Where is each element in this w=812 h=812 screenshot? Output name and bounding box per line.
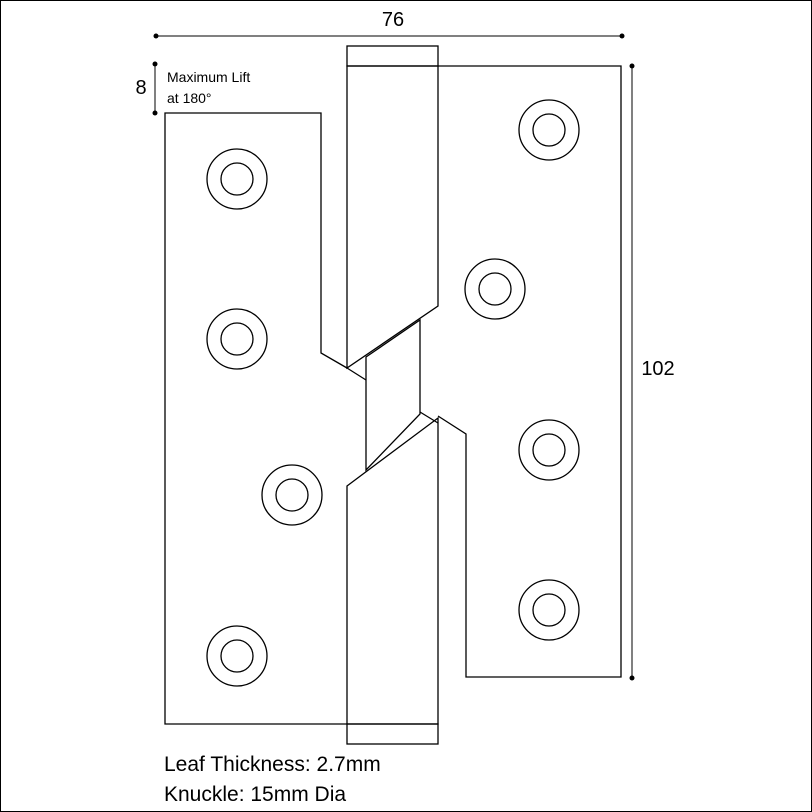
lift-note-line2: at 180°: [167, 90, 212, 106]
leaf-thickness-spec: Leaf Thickness: 2.7mm: [164, 753, 381, 776]
width-dimension: 76: [153, 9, 625, 39]
knuckle-spec: Knuckle: 15mm Dia: [164, 783, 346, 806]
right-leaf-screw-hole-4: [518, 579, 580, 641]
left-leaf: [164, 112, 348, 725]
lift-dimension-endpoint-top: [152, 61, 158, 67]
right-leaf-screw-hole-3: [518, 419, 580, 481]
right-leaf-screw-hole-1: [518, 99, 580, 161]
lift-dimension-endpoint-bottom: [152, 110, 158, 116]
upper-knuckle-lift-outline: [346, 45, 439, 67]
left-leaf-screw-hole-1: [206, 148, 268, 210]
lift-dimension: 8 Maximum Lift at 180°: [135, 61, 250, 116]
pin-left-edge: [346, 367, 367, 381]
lower-knuckle: [346, 416, 439, 745]
right-leaf-screw-hole-2: [464, 258, 526, 320]
height-dimension-endpoint-top: [629, 63, 635, 69]
lift-note-line1: Maximum Lift: [167, 69, 250, 85]
upper-knuckle-body: [346, 65, 439, 370]
upper-knuckle: [346, 45, 439, 370]
left-leaf-screw-hole-3: [261, 464, 323, 526]
width-dimension-endpoint-left: [153, 33, 159, 39]
left-leaf-screw-hole-4: [206, 625, 268, 687]
height-dimension-endpoint-bottom: [629, 675, 635, 681]
left-leaf-outline: [164, 112, 348, 725]
left-leaf-screw-hole-2: [206, 308, 268, 370]
width-dimension-endpoint-right: [619, 33, 625, 39]
height-dimension: 102: [629, 63, 675, 681]
width-dimension-label: 76: [382, 9, 404, 31]
lift-dimension-label: 8: [135, 77, 146, 99]
pin-exposed: [365, 318, 421, 472]
right-leaf-outline: [437, 65, 622, 678]
lower-knuckle-lift-outline: [346, 723, 439, 745]
pin-section: [346, 318, 439, 472]
lower-knuckle-body: [346, 416, 439, 725]
right-leaf: [437, 65, 622, 678]
height-dimension-label: 102: [641, 358, 674, 380]
specifications: Leaf Thickness: 2.7mm Knuckle: 15mm Dia: [164, 753, 381, 806]
pin-right-edge: [419, 411, 439, 424]
